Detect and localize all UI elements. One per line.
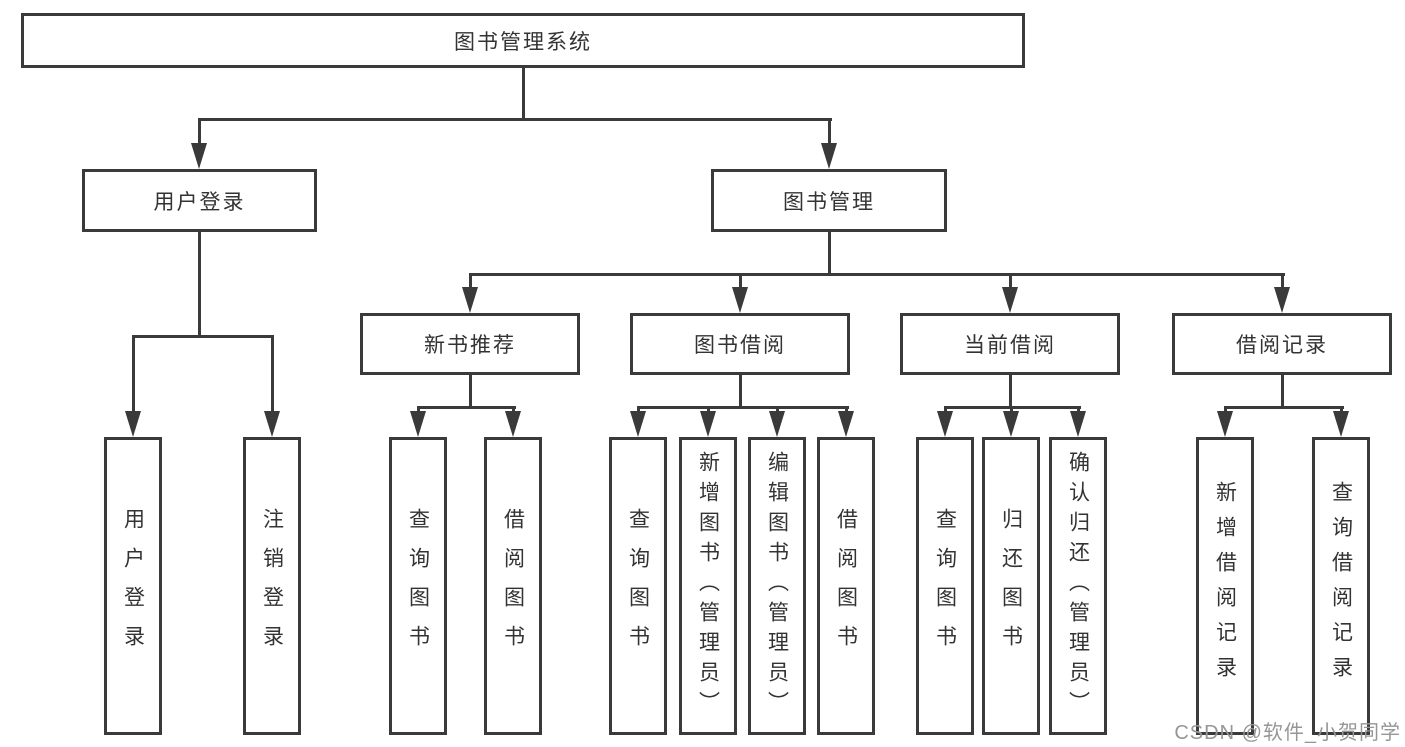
node-borrow-books-recommend: 借阅图书 [484,437,542,735]
connector-drop-l3 [1008,273,1012,290]
connector-borrowing-hbar [636,406,849,409]
node-return-books-label: 归还图书 [999,508,1023,664]
connector-drop-leaf [943,406,947,414]
connector-l2-hbar [468,273,1285,276]
connector-book-management-stem [827,232,831,273]
arrow-down-icon [264,411,280,437]
node-add-books-admin-label: 新增图书（管理员） [696,451,720,721]
connector-drop-leaf [1009,406,1013,414]
connector-root-stem [521,68,525,120]
node-edit-books-admin-label: 编辑图书（管理员） [765,451,789,721]
arrow-down-icon [838,411,854,437]
connector-drop-leaf [1076,406,1080,414]
arrow-down-icon [1003,411,1019,437]
node-confirm-return-admin-label: 确认归还（管理员） [1066,451,1090,721]
arrow-down-icon [937,411,953,437]
node-query-books-current-label: 查询图书 [933,508,957,664]
connector-drop-leaf [511,406,515,414]
node-logout-label: 注销登录 [260,508,284,664]
connector-drop-leaf [1223,406,1227,414]
connector-drop-leaf [775,406,779,414]
connector-drop-book-management [827,118,831,146]
node-query-books-current: 查询图书 [916,437,974,735]
arrow-down-icon [410,411,426,437]
node-borrow-books-borrowing-label: 借阅图书 [834,508,858,664]
node-return-books: 归还图书 [982,437,1040,735]
arrow-down-icon [1002,287,1018,313]
node-borrow-books-borrowing: 借阅图书 [817,437,875,735]
connector-l1-hbar [197,118,832,121]
node-add-borrow-record-label: 新增借阅记录 [1213,481,1237,691]
node-new-book-recommend-label: 新书推荐 [424,334,516,357]
connector-records-stem [1280,375,1284,406]
connector-current-stem [1008,375,1012,406]
node-user-login: 用户登录 [104,437,162,735]
connector-drop-leaf [131,335,135,413]
connector-recommend-stem [468,375,472,406]
arrow-down-icon [700,411,716,437]
arrow-down-icon [1274,287,1290,313]
connector-drop-leaf [636,406,640,414]
connector-borrowing-stem [738,375,742,406]
node-user-login-group-label: 用户登录 [153,190,246,214]
arrow-down-icon [191,143,207,169]
connector-drop-l3 [738,273,742,290]
arrow-down-icon [1333,411,1349,437]
arrow-down-icon [462,287,478,313]
connector-recommend-hbar [416,406,516,409]
node-book-borrowing-label: 图书借阅 [694,334,786,357]
connector-drop-leaf [844,406,848,414]
connector-drop-leaf [1339,406,1343,414]
connector-user-login-hbar [131,335,274,338]
node-query-borrow-record-label: 查询借阅记录 [1329,481,1353,691]
arrow-down-icon [630,411,646,437]
node-query-borrow-record: 查询借阅记录 [1312,437,1370,735]
node-root: 图书管理系统 [21,13,1025,68]
node-book-borrowing: 图书借阅 [630,313,850,375]
connector-drop-l3 [1280,273,1284,290]
arrow-down-icon [1070,411,1086,437]
node-borrow-records: 借阅记录 [1172,313,1392,375]
node-query-books-borrowing: 查询图书 [609,437,667,735]
node-add-books-admin: 新增图书（管理员） [679,437,737,735]
node-user-login-group: 用户登录 [82,169,317,232]
connector-user-login-stem [197,232,201,335]
connector-records-hbar [1223,406,1344,409]
node-confirm-return-admin: 确认归还（管理员） [1049,437,1107,735]
node-book-management: 图书管理 [711,169,947,232]
node-current-borrowing-label: 当前借阅 [964,334,1056,357]
arrow-down-icon [1217,411,1233,437]
node-query-books-recommend: 查询图书 [389,437,447,735]
node-borrow-records-label: 借阅记录 [1236,334,1328,357]
connector-drop-leaf [706,406,710,414]
connector-drop-leaf [270,335,274,413]
arrow-down-icon [125,411,141,437]
arrow-down-icon [505,411,521,437]
arrow-down-icon [769,411,785,437]
node-book-management-label: 图书管理 [783,190,875,214]
node-current-borrowing: 当前借阅 [900,313,1120,375]
connector-drop-l3 [468,273,472,290]
node-query-books-borrowing-label: 查询图书 [626,508,650,664]
node-new-book-recommend: 新书推荐 [360,313,580,375]
node-borrow-books-recommend-label: 借阅图书 [501,508,525,664]
node-logout: 注销登录 [243,437,301,735]
connector-drop-user-login [197,118,201,146]
node-root-label: 图书管理系统 [454,30,592,54]
node-user-login-label: 用户登录 [121,508,145,664]
csdn-watermark: CSDN @软件_小贺同学 [1174,722,1401,744]
node-add-borrow-record: 新增借阅记录 [1196,437,1254,735]
arrow-down-icon [732,287,748,313]
node-edit-books-admin: 编辑图书（管理员） [748,437,806,735]
arrow-down-icon [821,143,837,169]
connector-drop-leaf [416,406,420,414]
node-query-books-recommend-label: 查询图书 [406,508,430,664]
